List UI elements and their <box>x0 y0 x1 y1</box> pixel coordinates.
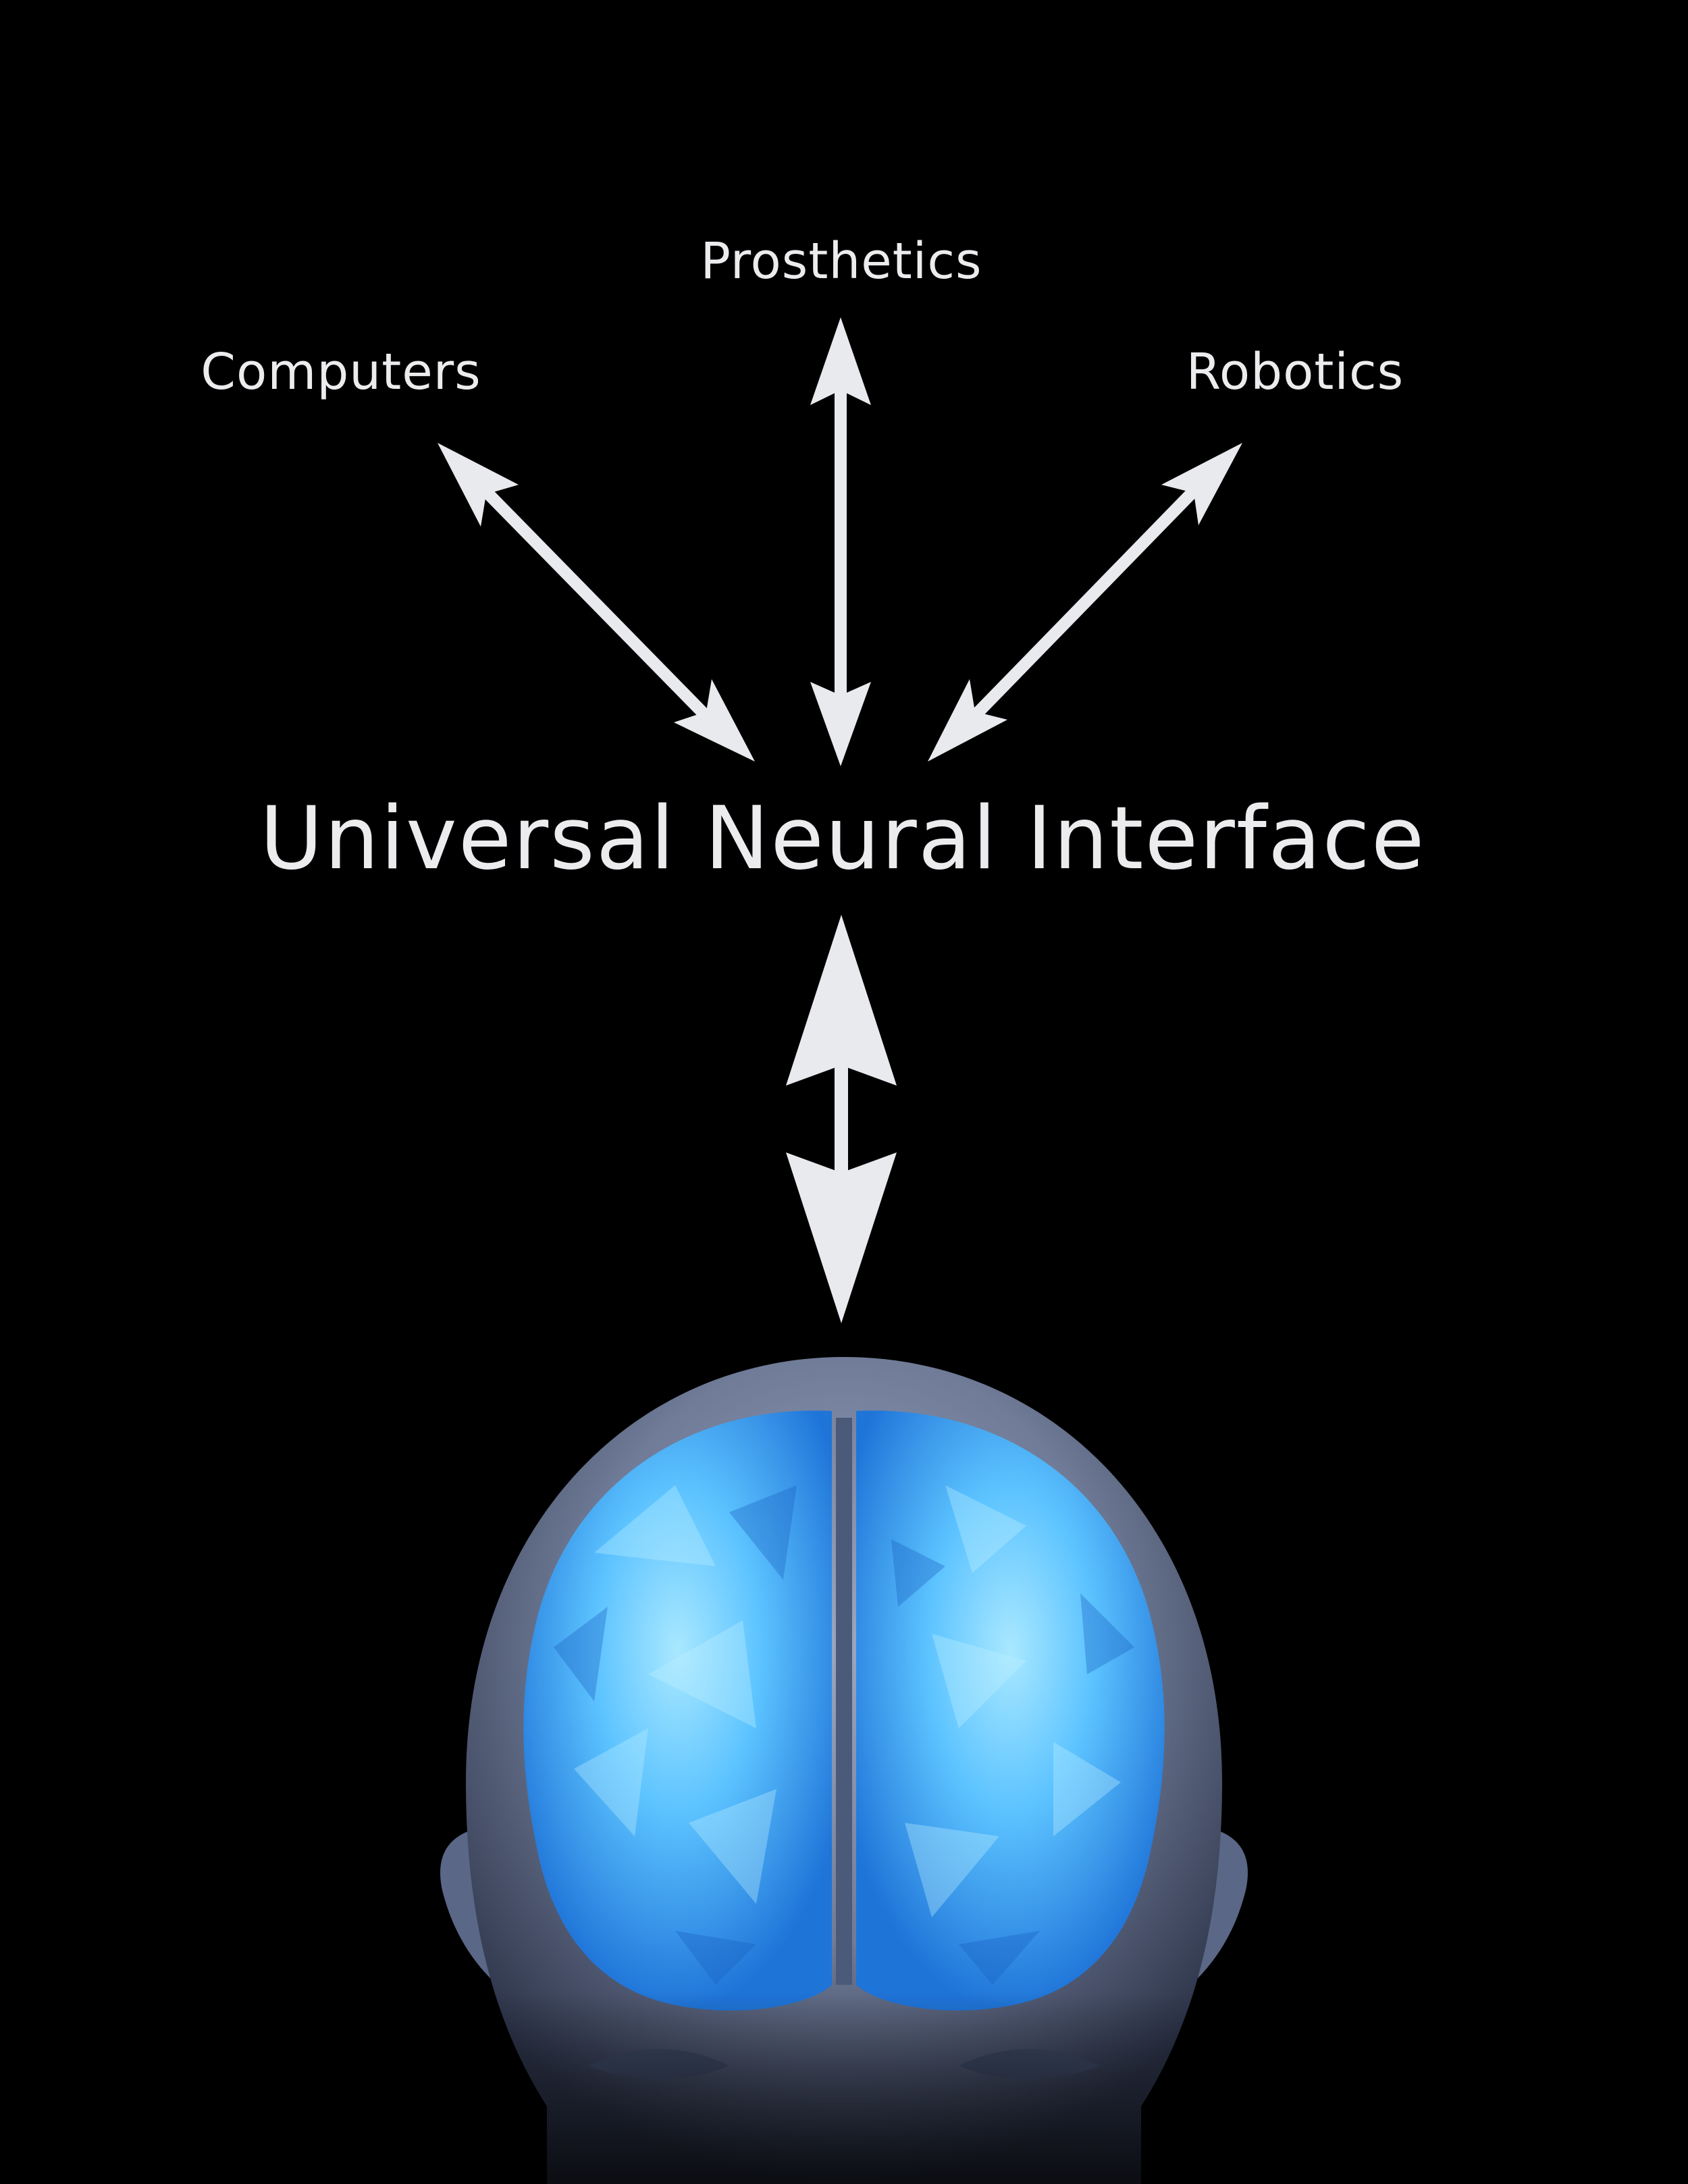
arrow-computers <box>438 443 755 762</box>
arrow-prosthetics <box>810 317 871 766</box>
arrow-brain-link <box>786 915 897 1323</box>
node-label-robotics: Robotics <box>1186 343 1404 401</box>
brain-in-head-icon <box>405 1357 1283 2184</box>
node-label-computers: Computers <box>201 343 481 401</box>
arrow-robotics <box>928 443 1242 762</box>
node-label-prosthetics: Prosthetics <box>700 232 982 290</box>
hub-label: Universal Neural Interface <box>259 789 1426 889</box>
